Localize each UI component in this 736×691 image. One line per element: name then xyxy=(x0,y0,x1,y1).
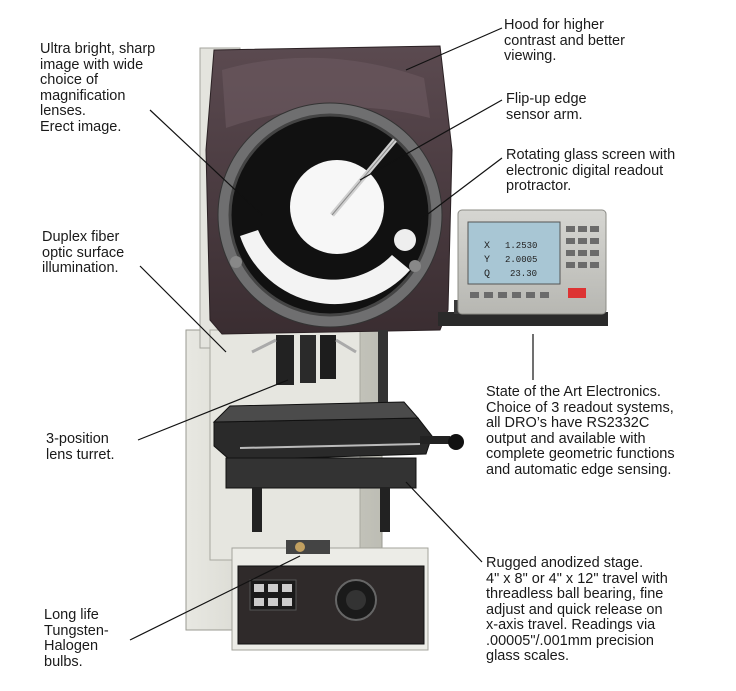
callout-ultra-bright-image: Ultra bright, sharp image with wide choi… xyxy=(40,41,156,135)
projection-screen xyxy=(217,102,443,328)
readout-axis-q: Q xyxy=(484,269,490,280)
leader-turret xyxy=(137,379,289,441)
leader-rotating xyxy=(419,157,503,221)
leader-hood xyxy=(405,27,503,71)
readout-value-y: 2.0005 xyxy=(505,255,537,265)
leader-bulbs xyxy=(129,555,301,641)
digital-readout: X Y Q 1.2530 2.0005 23.30 xyxy=(457,209,607,315)
leader-stage xyxy=(405,481,483,563)
callout-hood: Hood for higher contrast and better view… xyxy=(504,17,625,64)
xy-stage xyxy=(212,401,464,532)
callout-electronics: State of the Art Electronics. Choice of … xyxy=(486,384,675,478)
readout-axis-x: X xyxy=(484,241,490,252)
lens-turret xyxy=(251,330,388,440)
keypad xyxy=(470,226,599,298)
callout-bulbs: Long life Tungsten- Halogen bulbs. xyxy=(44,607,109,670)
leader-ultra xyxy=(149,109,263,216)
callout-stage: Rugged anodized stage. 4" x 8" or 4" x 1… xyxy=(486,555,668,664)
base xyxy=(231,540,429,651)
leader-duplex xyxy=(139,265,227,353)
readout-axis-y: Y xyxy=(484,255,490,266)
callout-rotating-screen: Rotating glass screen with electronic di… xyxy=(506,147,676,194)
leader-flip xyxy=(359,99,503,181)
readout-value-q: 23.30 xyxy=(510,269,537,279)
callout-edge-sensor-arm: Flip-up edge sensor arm. xyxy=(506,91,587,123)
callout-lens-turret: 3-position lens turret. xyxy=(46,431,115,463)
leader-lines xyxy=(129,27,534,641)
callout-duplex-illumination: Duplex fiber optic surface illumination. xyxy=(42,229,125,276)
readout-value-x: 1.2530 xyxy=(505,241,537,251)
